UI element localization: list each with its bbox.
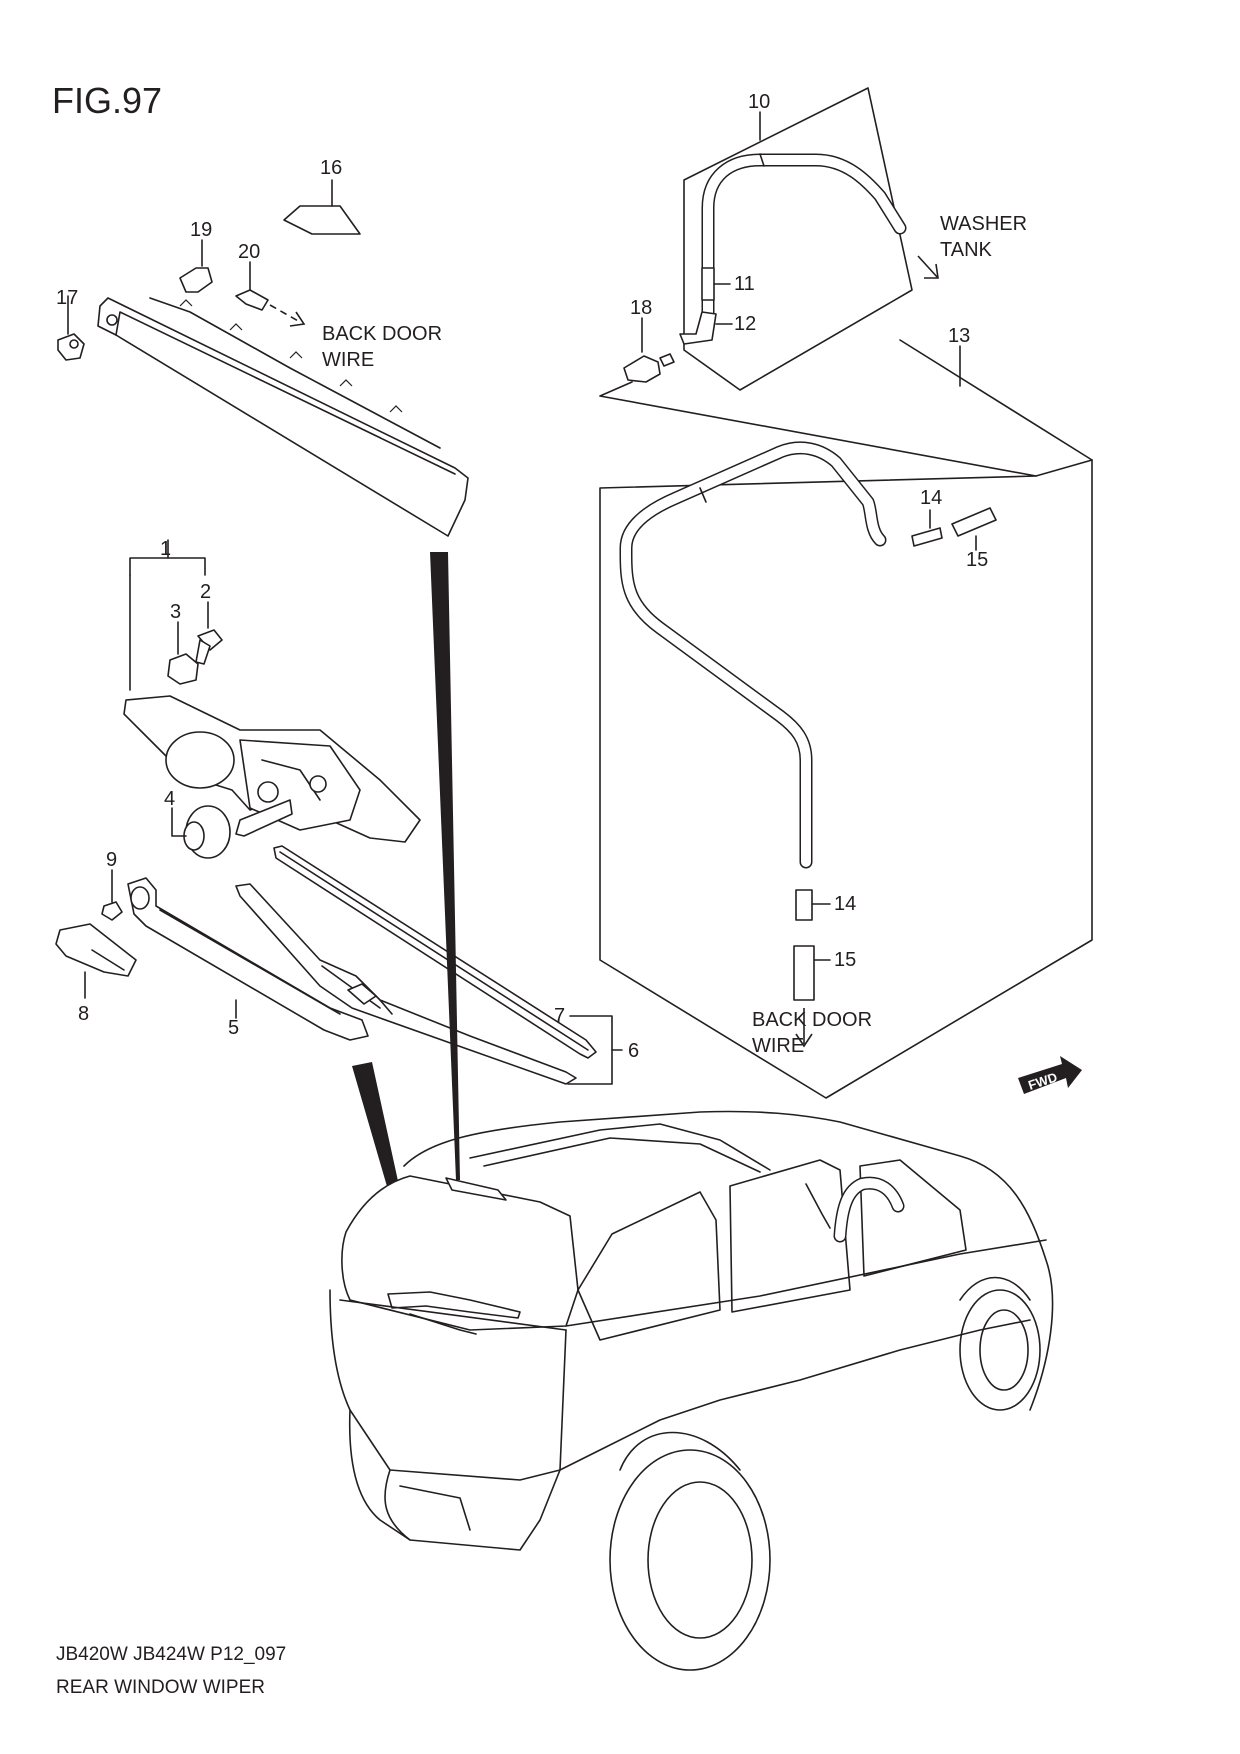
wiper-motor bbox=[123, 695, 421, 843]
callout-17: 17 bbox=[56, 287, 78, 309]
figure-title: FIG.97 bbox=[52, 80, 162, 121]
note-back-door-wire-upper-line2: WIRE bbox=[322, 349, 374, 371]
callout-9: 9 bbox=[106, 849, 117, 871]
high-mount-stop-lamp bbox=[97, 297, 469, 537]
callout-7: 7 bbox=[554, 1005, 565, 1027]
callout-14-lower: 14 bbox=[834, 893, 856, 915]
clip-17 bbox=[57, 295, 85, 361]
hose-box-13 bbox=[599, 339, 1093, 1099]
callout-15-lower: 15 bbox=[834, 949, 856, 971]
callout-14-upper: 14 bbox=[920, 487, 942, 509]
note-washer-tank-line1: WASHER bbox=[940, 213, 1027, 235]
grommet-3 bbox=[167, 621, 199, 685]
vehicle-illustration bbox=[329, 1110, 1054, 1671]
nut-9 bbox=[101, 869, 123, 921]
callout-5: 5 bbox=[228, 1017, 239, 1039]
wiper-arm-5 bbox=[127, 877, 369, 1041]
elbow-hose-19 bbox=[179, 239, 213, 293]
model-code: JB420W JB424W P12_097 bbox=[56, 1644, 286, 1665]
callout-4: 4 bbox=[164, 788, 175, 810]
label-sheet bbox=[283, 179, 361, 235]
cap-4 bbox=[171, 805, 231, 859]
pointer-to-lamp bbox=[430, 552, 460, 1180]
arm-cap-8 bbox=[55, 923, 137, 999]
note-back-door-wire-upper-line1: BACK DOOR bbox=[322, 323, 442, 345]
fwd-label: FWD bbox=[1026, 1069, 1059, 1092]
callout-1: 1 bbox=[160, 538, 171, 560]
callout-6: 6 bbox=[628, 1040, 639, 1062]
callout-2: 2 bbox=[200, 581, 211, 603]
bolt-2 bbox=[195, 601, 223, 665]
callout-16: 16 bbox=[320, 157, 342, 179]
callout-19: 19 bbox=[190, 219, 212, 241]
blade-rubber-7 bbox=[273, 845, 597, 1059]
note-washer-tank-line2: TANK bbox=[940, 239, 993, 261]
callout-18: 18 bbox=[630, 297, 652, 319]
note-back-door-wire-lower-line2: WIRE bbox=[752, 1035, 804, 1057]
connector-20 bbox=[235, 261, 306, 327]
callout-11: 11 bbox=[734, 273, 755, 295]
callout-12: 12 bbox=[734, 313, 756, 335]
callout-15-upper: 15 bbox=[966, 549, 988, 571]
callout-13: 13 bbox=[948, 325, 970, 347]
note-back-door-wire-lower-line1: BACK DOOR bbox=[752, 1009, 872, 1031]
nozzle-18 bbox=[599, 317, 1037, 477]
callout-3: 3 bbox=[170, 601, 181, 623]
hose-box-10 bbox=[679, 87, 939, 391]
callout-10: 10 bbox=[748, 91, 770, 113]
callout-20: 20 bbox=[238, 241, 260, 263]
figure-caption: REAR WINDOW WIPER bbox=[56, 1677, 265, 1698]
wiper-blade-6 bbox=[235, 883, 577, 1085]
callout-8: 8 bbox=[78, 1003, 89, 1025]
fwd-arrow-icon: FWD bbox=[1018, 1056, 1082, 1094]
